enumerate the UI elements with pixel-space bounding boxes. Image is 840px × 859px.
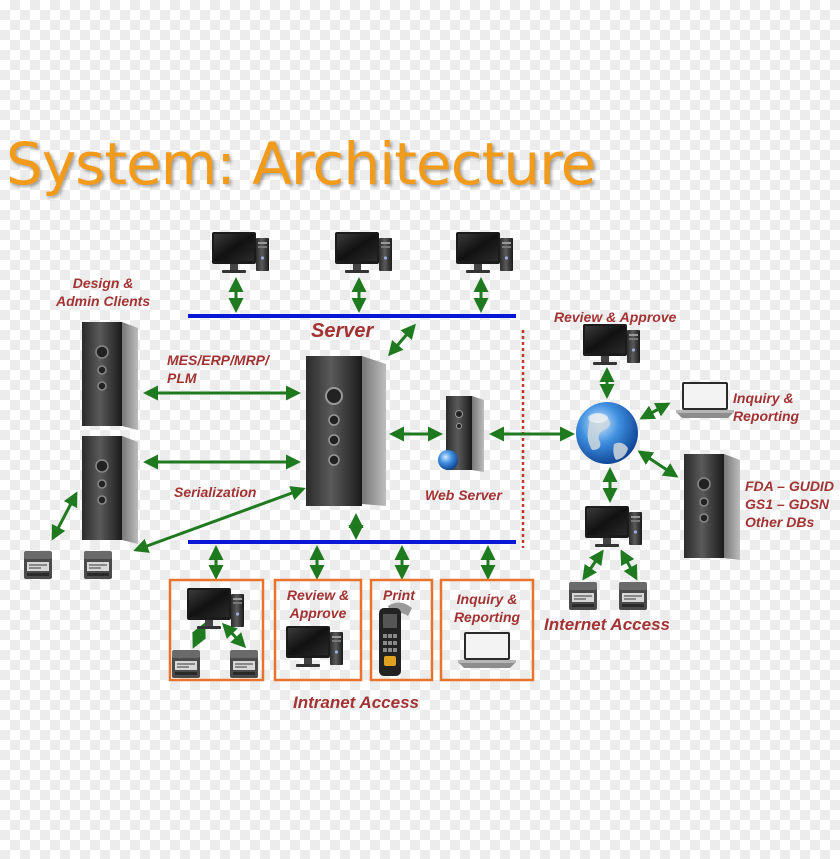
- admin-client-tower-icon: [82, 436, 138, 544]
- label-intranet-access: Intranet Access: [293, 693, 419, 712]
- label-inquiry-reporting-intranet: Inquiry & Reporting: [453, 591, 521, 625]
- label-mes-erp-mrp-plm: MES/ERP/MRP/ PLM: [167, 352, 269, 386]
- label-internet-access: Internet Access: [544, 615, 670, 634]
- workstation-icon: [335, 232, 392, 273]
- label-server: Server: [311, 320, 374, 342]
- intranet-box-serialization: [168, 578, 265, 682]
- main-server-tower-icon: [306, 356, 386, 506]
- workstation-icon: [187, 588, 244, 629]
- label-external-databases: FDA – GUDID GS1 – GDSN Other DBs: [745, 478, 834, 530]
- workstation-icon: [456, 232, 513, 273]
- workstation-icon: [212, 232, 269, 273]
- label-print: Print: [383, 587, 415, 603]
- label-review-approve-intranet: Review & Approve: [286, 587, 350, 621]
- web-server-tower-icon: [438, 396, 484, 472]
- label-printer-icon: [230, 650, 258, 678]
- label-printer-icon: [24, 551, 52, 579]
- laptop-icon: [458, 632, 516, 668]
- workstation-icon: [585, 506, 642, 547]
- intranet-box-review: [273, 578, 363, 682]
- label-serialization: Serialization: [174, 484, 257, 500]
- label-printer-icon: [619, 582, 647, 610]
- label-printer-icon: [84, 551, 112, 579]
- handheld-scanner-icon: [379, 602, 412, 676]
- label-review-approve-internet: Review & Approve: [554, 309, 677, 325]
- label-printer-icon: [569, 582, 597, 610]
- intranet-box-print: [369, 578, 434, 682]
- label-design-admin-clients: Design & Admin Clients: [56, 275, 151, 309]
- label-inquiry-reporting-internet: Inquiry & Reporting: [733, 390, 800, 424]
- page-title: System: Architecture: [6, 130, 596, 198]
- workstation-icon: [286, 626, 343, 667]
- workstation-icon: [583, 324, 640, 365]
- design-client-tower-icon: [82, 322, 138, 430]
- internet-globe-icon: [576, 402, 638, 464]
- intranet-box-inquiry: [439, 578, 535, 682]
- laptop-icon: [676, 382, 734, 418]
- external-db-tower-icon: [684, 454, 740, 560]
- label-web-server: Web Server: [425, 487, 502, 503]
- label-printer-icon: [172, 650, 200, 678]
